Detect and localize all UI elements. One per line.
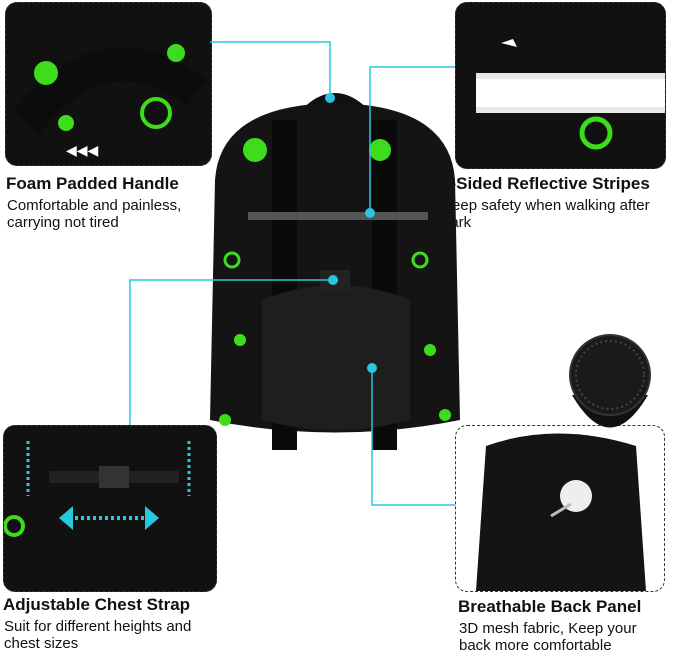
chest-strap-detail-image: [3, 425, 217, 592]
mesh-magnifier: [569, 334, 651, 428]
handle-illustration: ◀◀◀: [12, 44, 207, 158]
callout-dot: [367, 363, 377, 373]
backpack: [210, 93, 460, 450]
reflective-illustration: [476, 39, 665, 150]
callout-dot: [365, 208, 375, 218]
callout-dot: [325, 93, 335, 103]
feature-title: Adjustable Chest Strap: [3, 595, 191, 614]
feature-title: Foam Padded Handle: [6, 174, 179, 193]
back-panel-detail-image: [455, 425, 665, 592]
chest-strap-illustration: [4, 441, 191, 537]
feature-title: Breathable Back Panel: [458, 597, 642, 616]
handle-detail-image: ◀◀◀: [5, 2, 212, 166]
back-panel-illustration: [476, 433, 646, 591]
callout-dot: [328, 275, 338, 285]
reflective-detail-image: [455, 2, 666, 169]
svg-text:◀◀◀: ◀◀◀: [66, 142, 99, 158]
feature-description: Suit for different heights and chest siz…: [4, 618, 192, 652]
feature-description: Comfortable and painless, carrying not t…: [7, 197, 182, 231]
feature-description: Keep safety when walking after dark: [442, 197, 650, 231]
feature-title: 4-Sided Reflective Stripes: [441, 174, 650, 193]
feature-description: 3D mesh fabric, Keep your back more comf…: [459, 620, 637, 654]
